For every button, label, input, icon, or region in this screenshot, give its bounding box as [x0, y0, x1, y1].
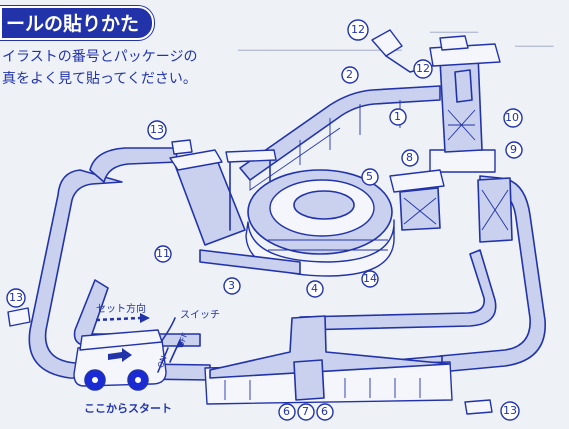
set-direction-arrow	[95, 316, 141, 322]
tower-lattice	[447, 109, 476, 141]
marker-3: 3	[228, 279, 235, 292]
marker-13a: 13	[150, 123, 164, 136]
marker-13a-ring	[147, 120, 167, 140]
right-tower-lines	[481, 189, 509, 231]
outer-track	[28, 169, 211, 381]
marker-3-ring	[223, 277, 241, 295]
bottom-station-arches	[224, 378, 421, 400]
train-wheel	[135, 377, 141, 383]
marker-6b-ring	[316, 403, 334, 421]
top-left-buffer	[171, 139, 193, 155]
page-title: ールの貼りかた	[6, 13, 140, 35]
bottom-right-buffer	[464, 399, 493, 415]
bottom-station-roof	[209, 315, 451, 379]
marker-5-ring	[361, 168, 379, 186]
marker-7-ring	[297, 403, 315, 421]
marker-6b: 6	[321, 405, 328, 418]
left-buffer	[7, 307, 31, 327]
train-roof	[79, 329, 163, 351]
marker-7: 7	[302, 405, 309, 418]
set-direction-label: セット方向	[96, 304, 146, 315]
marker-10-ring	[503, 108, 523, 128]
marker-4: 4	[311, 282, 318, 295]
inner-track-mid	[199, 249, 301, 275]
background-text: ━━━━━━━━━━	[430, 28, 479, 37]
marker-12b-ring	[413, 59, 433, 79]
marker-12b: 12	[416, 62, 430, 75]
on-off-arrowhead	[176, 340, 184, 348]
marker-11-ring	[154, 245, 172, 263]
train-arrow	[108, 348, 132, 362]
start-here-label: ここからスタート	[84, 402, 172, 415]
marker-8-ring	[401, 149, 419, 167]
marker-11: 11	[156, 247, 170, 260]
set-direction-arrowhead	[140, 313, 150, 323]
marker-2-ring	[341, 66, 359, 84]
marker-14: 14	[363, 272, 377, 285]
elevated-ramp	[239, 85, 441, 181]
marker-13c: 13	[503, 404, 517, 417]
marker-2: 2	[346, 68, 353, 81]
marker-13c-ring	[500, 401, 520, 421]
background-text: ━━━━━━━━	[515, 42, 554, 51]
marker-8: 8	[406, 151, 413, 164]
intro-line-2: 真をよく見て貼ってください。	[2, 71, 197, 87]
spiral-stripes	[268, 239, 388, 251]
marker-13b-ring	[6, 288, 26, 308]
crane	[371, 29, 403, 57]
center-platform-top	[169, 149, 223, 171]
title-banner	[0, 6, 154, 40]
marker-6a-ring	[278, 403, 296, 421]
marker-12a-ring	[347, 19, 369, 41]
bridge-structure	[389, 169, 445, 193]
marker-13b: 13	[9, 291, 23, 304]
marker-4-ring	[306, 280, 324, 298]
marker-9: 9	[510, 143, 517, 156]
marker-1: 1	[394, 110, 401, 123]
marker-9-ring	[505, 141, 523, 159]
elevated-ramp-side	[249, 127, 341, 191]
bottom-station-window	[293, 359, 325, 401]
intro-line-1: イラストの番号とパッケージの	[2, 49, 198, 65]
train-wheel	[92, 377, 98, 383]
marker-1-ring	[389, 108, 407, 126]
marker-10: 10	[505, 111, 519, 124]
switch-label: スイッチ	[180, 310, 220, 321]
ramp-supports	[299, 100, 401, 165]
background-text: ━━━━━━━━━━━━━━━━━━━━━━━━━━━━━━━━━━	[238, 46, 402, 55]
marker-12a: 12	[351, 23, 365, 36]
tower-elevator	[454, 69, 473, 103]
marker-5: 5	[366, 170, 373, 183]
marker-6a: 6	[283, 405, 290, 418]
bridge-lattice-lines	[403, 197, 437, 225]
marker-14-ring	[361, 270, 379, 288]
gate-top	[225, 149, 277, 163]
tower-cap	[439, 35, 469, 51]
spiral-inner	[293, 190, 355, 220]
